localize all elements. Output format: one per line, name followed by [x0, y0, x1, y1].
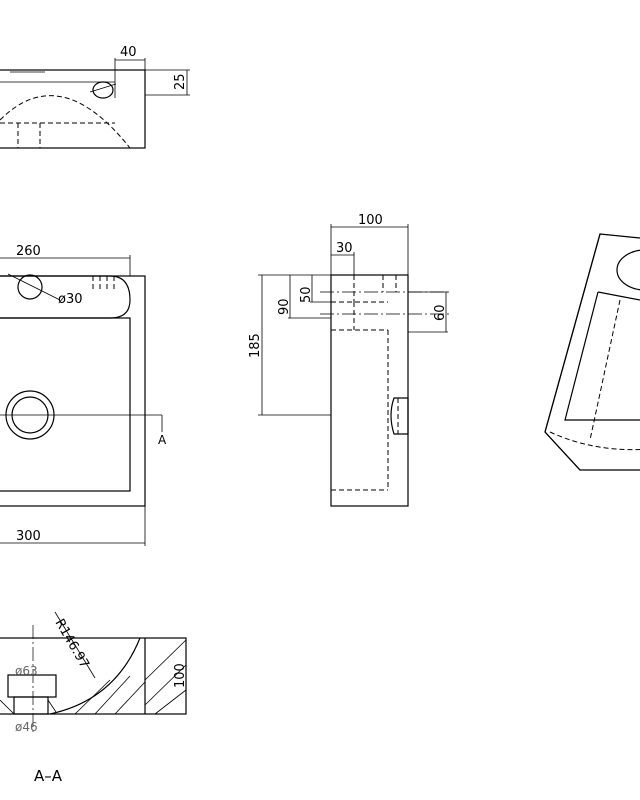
section-hatch-1 — [74, 679, 111, 715]
front-view-tap-hole-leader — [7, 273, 61, 301]
front-view-tap-ledge — [0, 275, 131, 319]
front-view-hole-label: ø30 — [58, 292, 83, 307]
iso-drain-opening — [616, 249, 640, 291]
dim-25-label: 25 — [173, 73, 188, 90]
iso-left-edge — [544, 233, 601, 433]
top-view: 40 25 — [0, 45, 190, 149]
iso-hidden-line — [589, 299, 621, 441]
iso-hidden-arc — [549, 431, 640, 451]
section-view: R146.97 ø63 ø46 100 A–A — [0, 611, 188, 785]
dim-300-label: 300 — [16, 529, 41, 544]
section-radius-leader — [54, 611, 96, 679]
side-view-outline — [330, 274, 409, 507]
dim-260-label: 260 — [16, 244, 41, 259]
section-diameter-top-label: ø63 — [15, 664, 38, 678]
dim-90-label: 90 — [277, 298, 292, 315]
front-view-basin-inner — [0, 317, 131, 492]
iso-basin-top-edge — [597, 291, 640, 301]
section-bowl-arc — [49, 637, 141, 715]
iso-bottom-edge — [544, 431, 581, 471]
dim-50-label: 50 — [299, 286, 314, 303]
side-view-drain — [390, 397, 409, 435]
dim-185-label: 185 — [248, 333, 263, 358]
dim-100-label: 100 — [358, 213, 383, 228]
section-title: A–A — [34, 767, 63, 785]
section-drain-hatch-b — [47, 699, 57, 713]
section-hatch-2 — [94, 675, 131, 715]
section-radius-label: R146.97 — [52, 617, 92, 672]
dim-40-label: 40 — [120, 45, 137, 60]
isometric-view — [544, 233, 640, 471]
iso-outline — [544, 233, 640, 471]
top-view-tap-hole-centerline — [89, 83, 117, 93]
front-view-tap-hole — [17, 274, 43, 300]
dim-30-label: 30 — [336, 241, 353, 256]
section-drain-top — [7, 674, 57, 698]
side-view: 100 30 185 90 50 60 — [248, 213, 450, 507]
dim-60-label: 60 — [433, 304, 448, 321]
front-view-section-mark: A — [158, 433, 167, 447]
top-view-bowl-hidden-arc — [0, 95, 131, 149]
section-hatch-6 — [154, 689, 187, 715]
section-hatch-5 — [144, 664, 187, 706]
section-hatch-3 — [114, 681, 146, 715]
top-view-outline — [0, 69, 146, 149]
section-height-label: 100 — [173, 663, 188, 688]
top-view-tap-hole — [92, 81, 114, 99]
front-view-outline — [0, 275, 146, 507]
section-drain-bottom — [13, 696, 49, 715]
section-diameter-bottom-label: ø46 — [15, 720, 38, 734]
iso-basin-inner — [564, 291, 640, 421]
section-drain-hatch-a — [0, 699, 15, 715]
front-view: ø30 A 260 300 — [0, 244, 167, 546]
section-hatch-4 — [144, 639, 187, 681]
